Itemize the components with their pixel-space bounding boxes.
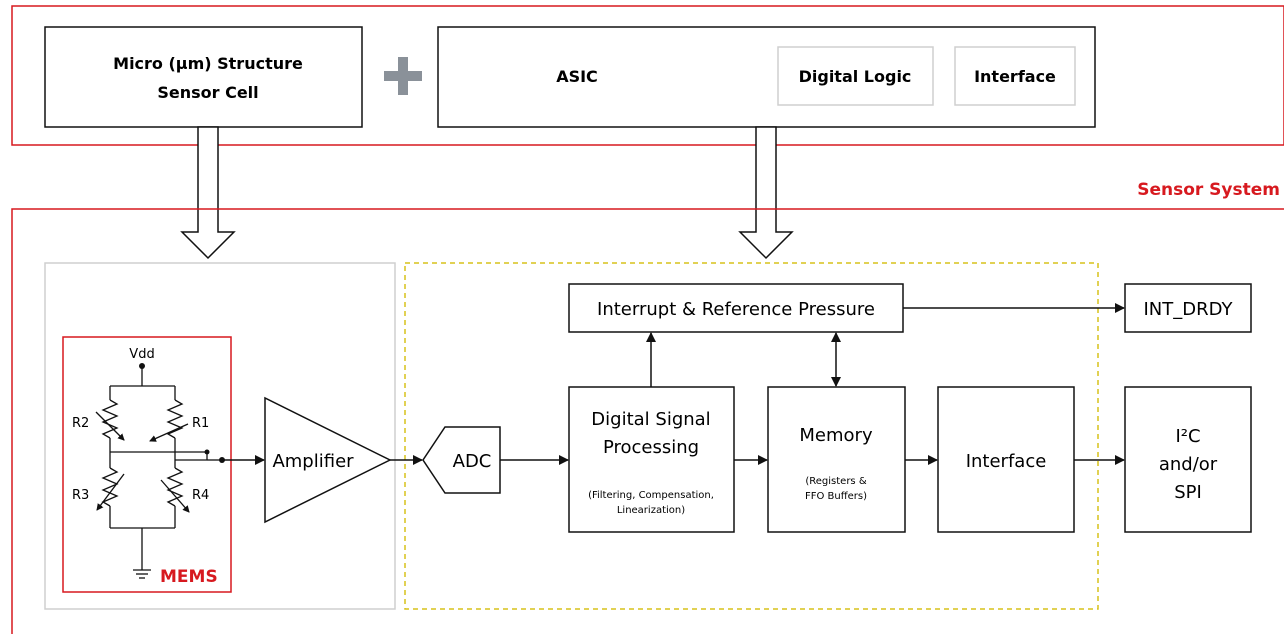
dsp-note-line1: (Filtering, Compensation, [588,490,714,501]
asic-interface-label: Interface [974,67,1056,86]
plus-icon [384,57,422,95]
interface-box [937,386,1075,533]
asic-region-dashed [404,262,1099,610]
i2c-spi-box [1124,386,1252,533]
adc-label: ADC [453,451,492,472]
spi-label: SPI [1174,482,1202,503]
amplifier-triangle [264,396,392,524]
sensor-system-label: Sensor System [1137,180,1280,200]
memory-label: Memory [799,425,873,446]
memory-box [767,386,906,533]
asic-label: ASIC [556,67,598,86]
amplifier-label: Amplifier [272,451,354,472]
vdd-node [139,363,145,369]
dsp-label-line2: Processing [603,437,699,458]
top-frame [11,5,1284,146]
asic-interface-box [954,46,1076,106]
i2c-label: I²C [1175,426,1200,447]
wheatstone-bridge [95,366,222,579]
adc-shape [422,426,501,494]
dsp-label-line1: Digital Signal [591,409,710,430]
asic-down-arrow [738,126,794,260]
r3-label: R3 [72,488,89,503]
mems-label: MEMS [160,567,218,587]
memory-note-line2: FFO Buffers) [805,491,867,502]
int-drdy-label: INT_DRDY [1143,299,1233,320]
micro-structure-label-line2: Sensor Cell [157,83,258,102]
micro-down-arrow [180,126,236,260]
digital-logic-label: Digital Logic [799,67,912,86]
interface-label: Interface [966,451,1047,472]
r1-label: R1 [192,416,209,431]
r4-label: R4 [192,488,209,503]
micro-structure-label-line1: Micro (µm) Structure [113,54,303,73]
memory-note-line1: (Registers & [805,476,866,487]
interrupt-label: Interrupt & Reference Pressure [597,299,875,320]
dsp-box [568,386,735,533]
mems-box [62,336,232,593]
r2-label: R2 [72,416,89,431]
int-drdy-box [1124,283,1252,333]
sensor-system-frame [11,208,1284,634]
dsp-note-line2: Linearization) [617,505,685,516]
digital-logic-box [777,46,934,106]
interrupt-box [568,283,904,333]
micro-structure-box [44,26,363,128]
and-or-label: and/or [1159,454,1218,475]
analog-region-box [44,262,396,610]
vdd-label: Vdd [129,347,154,362]
